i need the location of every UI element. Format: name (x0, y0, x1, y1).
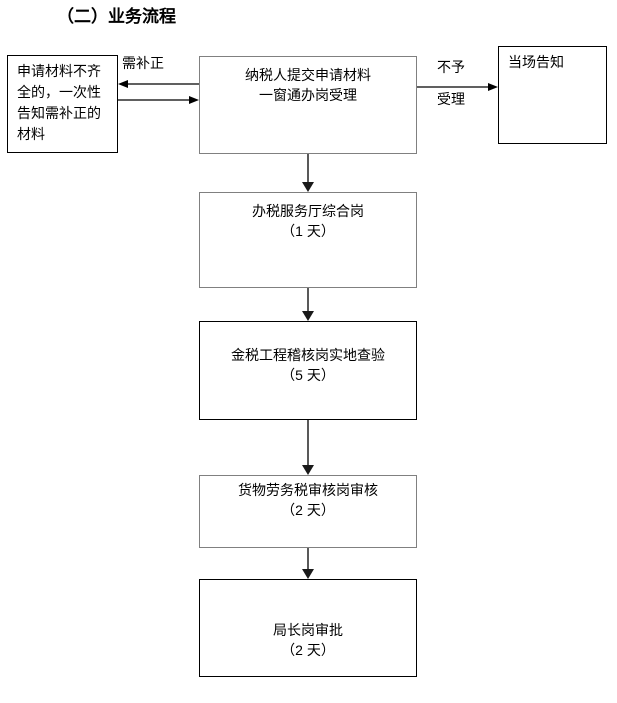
connector-supplement-to-submit (118, 96, 199, 104)
node-golden-tax[interactable]: 金税工程稽核岗实地查验 （5 天） (199, 321, 417, 420)
node-golden-tax-label: 金税工程稽核岗实地查验 （5 天） (231, 347, 385, 383)
node-onsite-notice[interactable]: 当场告知 (498, 46, 607, 144)
edge-label-need-supplement: 需补正 (122, 55, 164, 71)
connector-submit-to-supplement (118, 80, 199, 88)
connector-golden-tax-to-goods-labor-tax (302, 420, 314, 475)
node-director-approval-label: 局长岗审批 （2 天） (273, 622, 343, 658)
node-goods-labor-tax-label: 货物劳务税审核岗审核 （2 天） (238, 482, 378, 518)
connector-hall-post-to-golden-tax (302, 288, 314, 321)
node-submit-label: 纳税人提交申请材料 一窗通办岗受理 (245, 67, 371, 103)
node-onsite-notice-label: 当场告知 (508, 54, 564, 70)
node-hall-post[interactable]: 办税服务厅综合岗 （1 天） (199, 192, 417, 288)
node-supplement[interactable]: 申请材料不齐全的，一次性告知需补正的材料 (7, 55, 118, 153)
edge-label-not-accept-line2: 受理 (437, 91, 465, 107)
edge-label-not-accept-line1: 不予 (437, 59, 465, 75)
node-goods-labor-tax[interactable]: 货物劳务税审核岗审核 （2 天） (199, 475, 417, 548)
page-title: （二）业务流程 (57, 7, 176, 26)
connector-submit-to-onsite-notice (417, 83, 498, 91)
connector-submit-to-hall-post (302, 154, 314, 192)
node-director-approval[interactable]: 局长岗审批 （2 天） (199, 579, 417, 677)
node-supplement-label: 申请材料不齐全的，一次性告知需补正的材料 (17, 63, 101, 142)
node-submit[interactable]: 纳税人提交申请材料 一窗通办岗受理 (199, 56, 417, 154)
connector-goods-labor-tax-to-director-approval (302, 548, 314, 579)
node-hall-post-label: 办税服务厅综合岗 （1 天） (252, 203, 364, 239)
